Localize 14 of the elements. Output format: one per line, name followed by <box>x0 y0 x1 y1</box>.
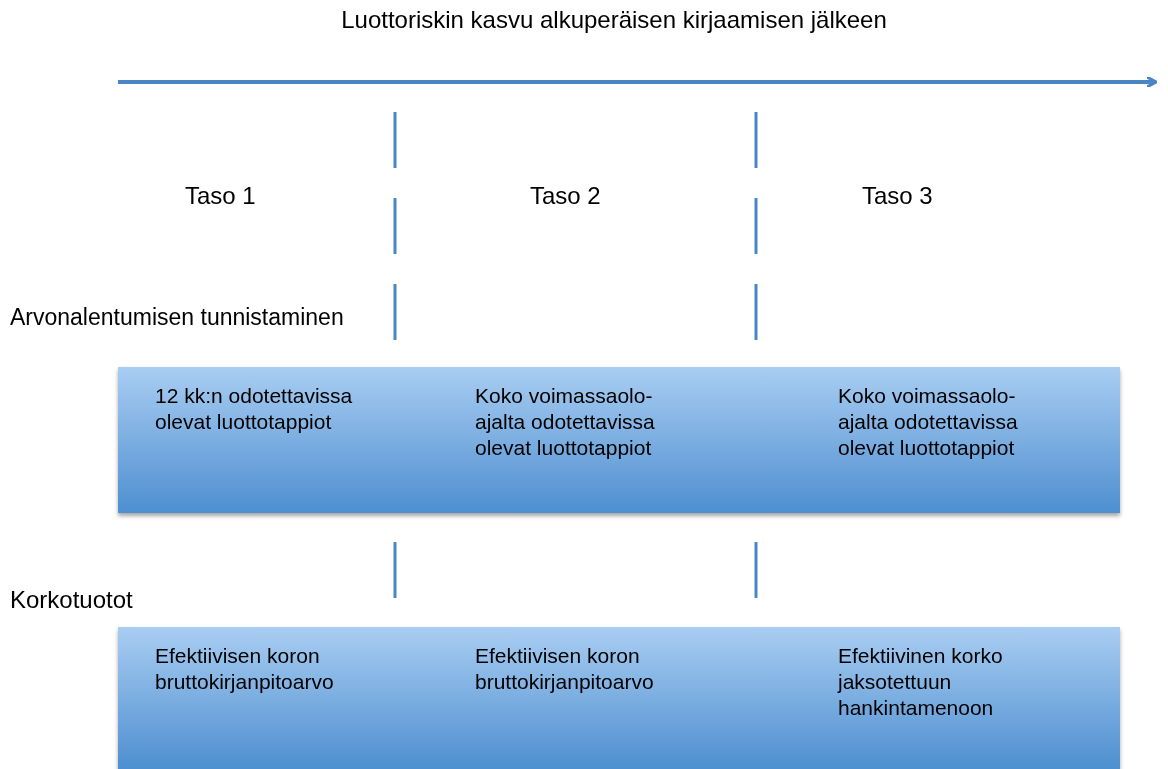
diagram-title: Luottoriskin kasvu alkuperäisen kirjaamisen jälkeen <box>340 6 888 34</box>
label-text: Taso 1 <box>185 182 256 210</box>
band-text: 12 kk:n odotettavissa olevat luottotappiot <box>155 383 354 435</box>
label-text: Arvonalentumisen tunnistaminen <box>10 304 344 331</box>
band-text: Efektiivisen koron bruttokirjanpitoarvo <box>475 643 655 695</box>
label-text: Taso 3 <box>862 182 933 210</box>
band-text: Efektiivisen koron bruttokirjanpitoarvo <box>155 643 335 695</box>
band-text: Koko voimassaolo-ajalta odotettavissa olevat luottotappiot <box>475 383 656 461</box>
band-box <box>118 627 1120 769</box>
band-box <box>118 367 1120 513</box>
band-text: Koko voimassaolo-ajalta odotettavissa olevat luottotappiot <box>838 383 1019 461</box>
label-text: Korkotuotot <box>10 586 133 614</box>
label-text: Taso 2 <box>530 182 601 210</box>
band-text: Efektiivinen korko jaksotettuun hankintamenoon <box>838 643 1004 721</box>
